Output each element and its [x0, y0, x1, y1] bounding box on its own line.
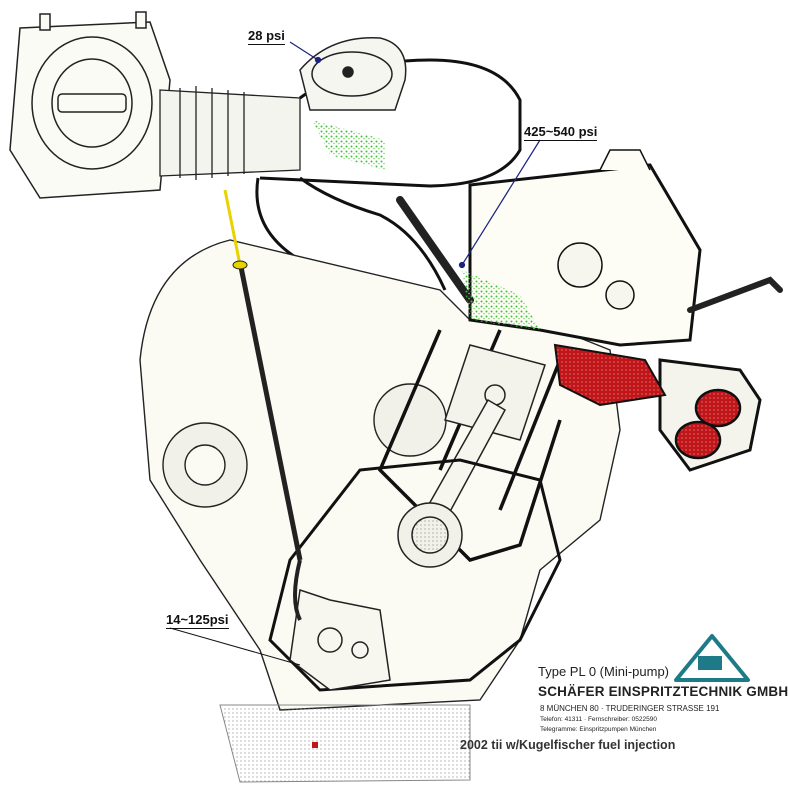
- schafer-logo: [674, 634, 750, 682]
- air-cleaner: [9, 11, 171, 199]
- piston: [444, 344, 546, 441]
- label-28-psi: 28 psi: [248, 28, 285, 45]
- oil-pan: [219, 704, 471, 783]
- label-425-540-psi: 425~540 psi: [524, 124, 598, 141]
- dipstick-right: [687, 276, 783, 313]
- caption: 2002 tii w/Kugelfischer fuel injection: [460, 738, 676, 752]
- injector: [396, 196, 474, 304]
- crankshaft: [397, 502, 463, 568]
- exhaust-ports: [674, 388, 742, 460]
- fuel-line: [223, 189, 242, 266]
- company-telegramme: Telegramme: Einspritzpumpen München: [540, 726, 657, 733]
- type-line: Type PL 0 (Mini-pump): [538, 664, 670, 679]
- intake-bellows: [159, 86, 301, 180]
- crankcase: [268, 458, 562, 692]
- label-14-125-psi: 14~125psi: [166, 612, 229, 629]
- cylinder-spray: [462, 270, 540, 330]
- combustion-chamber: [553, 343, 667, 407]
- company-address: 8 MÜNCHEN 80 · TRUDERINGER STRASSE 191: [540, 704, 720, 713]
- leader-lines: [289, 41, 541, 269]
- fuel-line-fitting: [232, 260, 248, 270]
- leader-14-125: [169, 627, 301, 666]
- company-telefon: Telefon: 41311 · Fernschreiber: 0522590: [540, 716, 657, 723]
- injection-pump: [289, 589, 391, 691]
- company-name: SCHÄFER EINSPRITZTECHNIK GMBH: [538, 684, 788, 699]
- intake-spray: [312, 120, 385, 170]
- throttle-housing: [299, 37, 407, 111]
